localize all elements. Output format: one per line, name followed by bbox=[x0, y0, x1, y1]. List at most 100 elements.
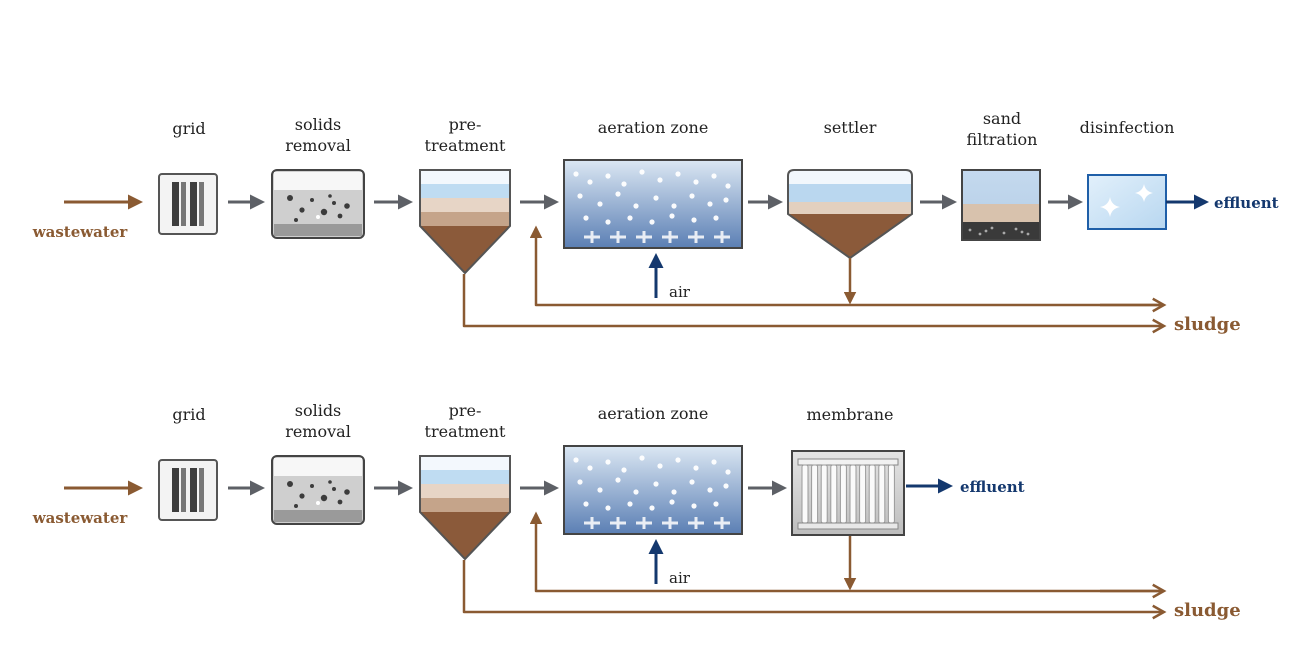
disinfection-unit bbox=[1087, 174, 1167, 230]
air-bubble bbox=[693, 465, 699, 471]
grid-unit bbox=[158, 173, 218, 235]
membrane-fiber bbox=[820, 464, 828, 524]
air-bubble bbox=[671, 489, 677, 495]
grid-bar bbox=[172, 182, 179, 226]
membrane-fiber bbox=[859, 464, 867, 524]
air-bubble bbox=[657, 177, 663, 183]
settler-outline bbox=[787, 169, 913, 260]
solid-particle bbox=[287, 481, 293, 487]
pre-top bbox=[420, 456, 510, 470]
settler-cone bbox=[788, 214, 912, 258]
air-bubble bbox=[689, 193, 695, 199]
air-bubble bbox=[597, 201, 603, 207]
solid-particle bbox=[337, 213, 343, 219]
grid-bar bbox=[172, 468, 179, 512]
solids-bottom bbox=[274, 224, 362, 236]
air-bubble bbox=[707, 487, 713, 493]
grid-bar bbox=[181, 182, 186, 226]
air-bubble bbox=[691, 217, 697, 223]
air-bubble bbox=[693, 179, 699, 185]
grid-bar bbox=[181, 468, 186, 512]
stage-label-grid: grid bbox=[172, 119, 205, 138]
disinfection-tank bbox=[1087, 174, 1167, 230]
air-bubble bbox=[669, 213, 675, 219]
air-bubble bbox=[639, 169, 645, 175]
air-bubble bbox=[657, 463, 663, 469]
sparkle-icon bbox=[1135, 184, 1153, 202]
pre-layer2 bbox=[420, 212, 510, 226]
pre-top bbox=[420, 170, 510, 184]
settler-layer bbox=[788, 202, 912, 214]
grid-bar bbox=[199, 468, 204, 512]
air-bubble bbox=[711, 459, 717, 465]
gravel-grain bbox=[1020, 230, 1024, 234]
sludge-label: sludge bbox=[1174, 600, 1241, 621]
solid-particle bbox=[310, 484, 314, 488]
air-bubble bbox=[639, 455, 645, 461]
return-sludge-line bbox=[529, 511, 1162, 593]
settler-water bbox=[788, 184, 912, 202]
stage-label-disinfection: disinfection bbox=[1080, 118, 1175, 137]
solid-particle bbox=[332, 487, 336, 491]
pre-layer bbox=[420, 484, 510, 498]
air-bubble bbox=[573, 457, 579, 463]
stage-label-pretreatment-line: treatment bbox=[425, 422, 506, 441]
solids-removal-unit bbox=[271, 169, 365, 239]
solid-particle bbox=[294, 504, 298, 508]
solid-particle bbox=[320, 494, 328, 502]
air-bubble bbox=[707, 201, 713, 207]
air-bubble bbox=[605, 459, 611, 465]
effluent-label: effluent bbox=[960, 478, 1025, 496]
stage-label-solids-line: removal bbox=[285, 422, 351, 441]
gravel-grain bbox=[1014, 227, 1018, 231]
solids-surface bbox=[274, 458, 362, 476]
stage-label-aeration: aeration zone bbox=[598, 118, 709, 137]
stage-label-disinfection-line: disinfection bbox=[1080, 118, 1175, 137]
solid-particle bbox=[310, 198, 314, 202]
solids-removal-unit bbox=[271, 455, 365, 525]
stage-label-sand-line: filtration bbox=[967, 130, 1038, 149]
grid-frame bbox=[158, 173, 218, 235]
air-bubble bbox=[573, 171, 579, 177]
solid-particle bbox=[337, 499, 343, 505]
effluent-label: effluent bbox=[1214, 194, 1279, 212]
grid-frame bbox=[158, 459, 218, 521]
stage-label-settler-line: settler bbox=[824, 118, 877, 137]
air-label: air bbox=[669, 283, 691, 301]
membrane-fiber bbox=[868, 464, 876, 524]
grid-unit bbox=[158, 459, 218, 521]
solid-particle bbox=[320, 208, 328, 216]
sand-layer bbox=[963, 204, 1039, 222]
sand-filtration-unit bbox=[961, 169, 1041, 241]
stage-label-grid-line: grid bbox=[172, 405, 205, 424]
stage-label-aeration: aeration zone bbox=[598, 404, 709, 423]
membrane-fiber bbox=[849, 464, 857, 524]
pretreatment-unit bbox=[419, 169, 511, 275]
settler-top bbox=[788, 170, 912, 184]
air-bubble bbox=[723, 197, 729, 203]
air-bubble bbox=[675, 171, 681, 177]
stage-label-pretreatment-line: pre- bbox=[449, 401, 482, 420]
air-bubble bbox=[587, 179, 593, 185]
pretreatment-sludge-line bbox=[462, 560, 1164, 612]
solid-particle bbox=[316, 501, 320, 505]
stage-label-aeration-line: aeration zone bbox=[598, 404, 709, 423]
solid-particle bbox=[299, 493, 305, 499]
air-bubble bbox=[577, 193, 583, 199]
stage-label-solids-line: solids bbox=[295, 115, 342, 134]
stage-label-membrane: membrane bbox=[806, 405, 893, 424]
air-bubble bbox=[615, 191, 621, 197]
grid-bar bbox=[190, 182, 197, 226]
stage-label-settler: settler bbox=[824, 118, 877, 137]
membrane-base bbox=[797, 522, 899, 530]
air-bubble bbox=[653, 481, 659, 487]
stage-label-solids-line: removal bbox=[285, 136, 351, 155]
solids-surface bbox=[274, 172, 362, 190]
gravel-grain bbox=[978, 232, 982, 236]
membrane-fiber bbox=[801, 464, 809, 524]
pre-outline bbox=[419, 169, 511, 275]
air-bubble bbox=[621, 181, 627, 187]
grid-bar bbox=[199, 182, 204, 226]
solid-particle bbox=[344, 489, 350, 495]
